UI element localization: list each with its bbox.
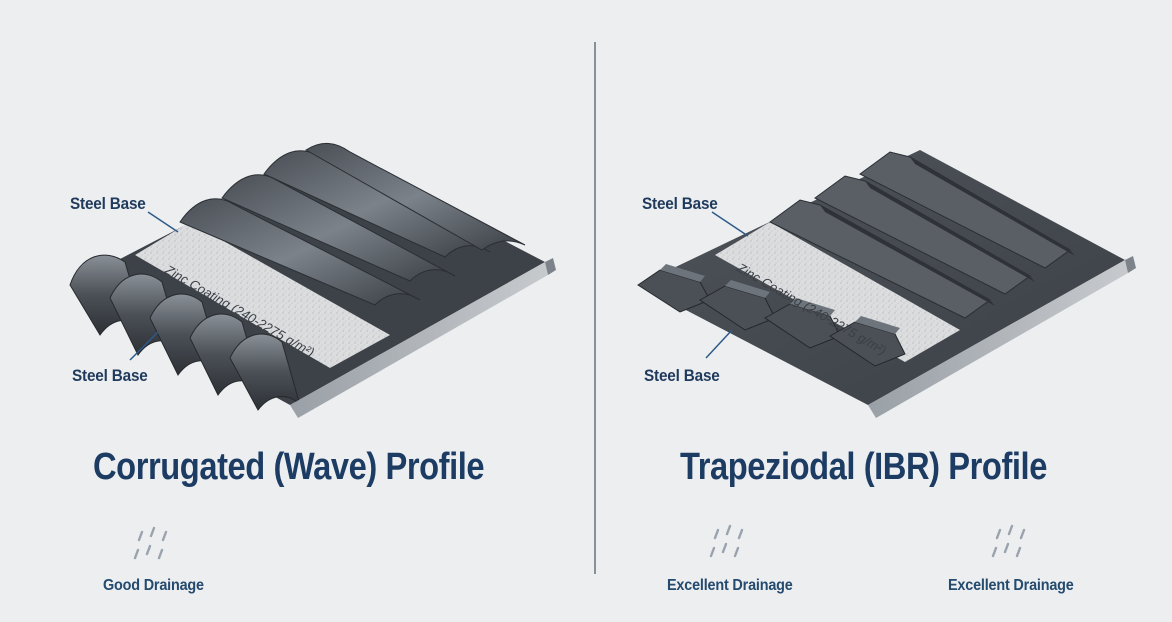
right-steel-base-bottom-label: Steel Base [644,366,720,385]
right-drainage-label-1: Excellent Drainage [667,577,793,594]
rain-drops-icon [133,526,168,560]
right-steel-base-top-label: Steel Base [642,194,718,213]
left-drainage-label: Good Drainage [103,577,204,594]
right-drainage-label-2: Excellent Drainage [948,577,1074,594]
corrugated-sheet-illustration [69,143,556,418]
panel-divider [594,42,596,574]
rain-drops-icon [709,524,744,558]
left-steel-base-top-label: Steel Base [70,194,146,213]
left-profile-title: Corrugated (Wave) Profile [93,446,485,488]
left-steel-base-bottom-label: Steel Base [72,366,148,385]
right-profile-title: Trapeziodal (IBR) Profile [680,446,1047,488]
rain-drops-icon [991,524,1026,558]
trapezoidal-sheet-illustration [637,150,1136,418]
